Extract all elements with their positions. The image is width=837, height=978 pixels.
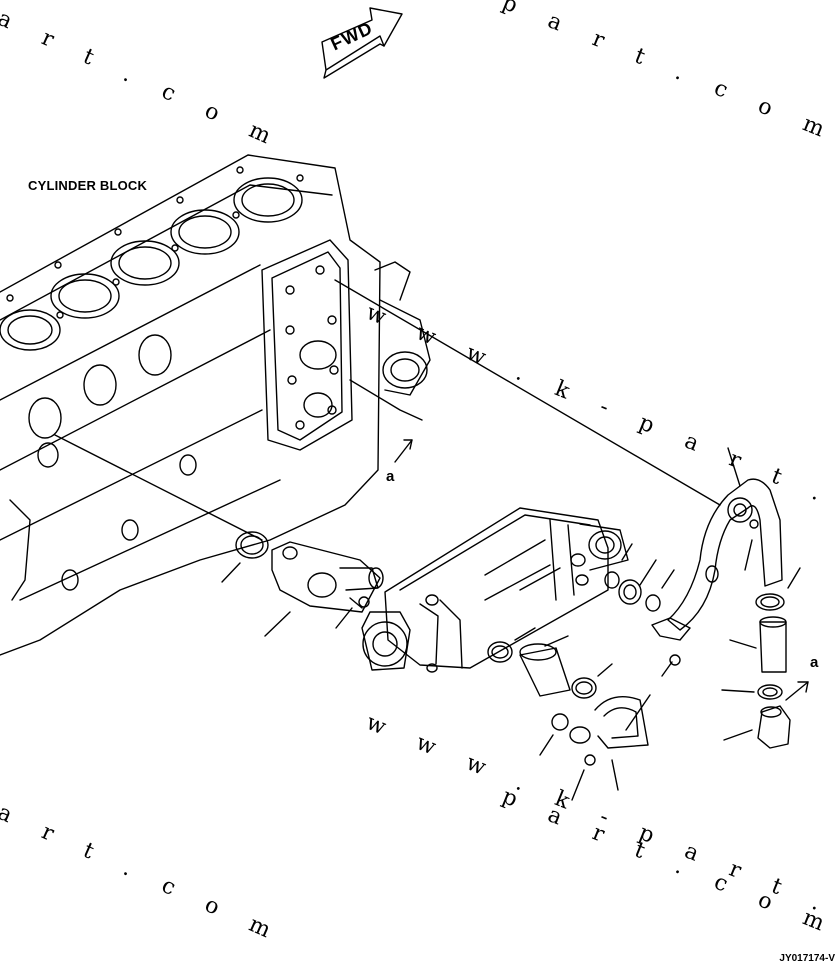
gasket-ring [221, 531, 269, 583]
drawing-code: JY017174-V [779, 953, 835, 964]
egr-cooler [361, 507, 629, 673]
connector-label-a-upper: a [386, 468, 395, 485]
cylinder-block-label: CYLINDER BLOCK [28, 178, 148, 193]
straight-hose [729, 616, 787, 673]
elbow-fitting [723, 705, 791, 749]
hose-1 [519, 635, 571, 697]
cooler-cover [261, 239, 431, 451]
fwd-arrow [321, 7, 403, 79]
o-ring-1 [539, 713, 569, 756]
hose-clamp-1 [487, 627, 536, 663]
bolt-1 [335, 596, 370, 629]
o-ring-3 [645, 569, 675, 612]
arrow-a-lower [785, 681, 809, 701]
hose-clamp-3 [755, 593, 785, 611]
leader-line-lower [54, 434, 263, 541]
clamp-bracket [651, 617, 691, 677]
leader-line-upper [334, 279, 721, 506]
arrow-a-upper [394, 439, 413, 463]
water-pipe [667, 447, 801, 631]
hose-clamp-2 [571, 663, 613, 699]
adapter-flange [264, 541, 384, 637]
connector-label-a-lower: a [810, 654, 819, 671]
hose-clamp-4 [721, 684, 783, 700]
pipe-connector [618, 559, 657, 605]
elbow-pipe [569, 694, 651, 801]
o-ring-2 [604, 543, 633, 589]
cylinder-block [0, 154, 381, 656]
